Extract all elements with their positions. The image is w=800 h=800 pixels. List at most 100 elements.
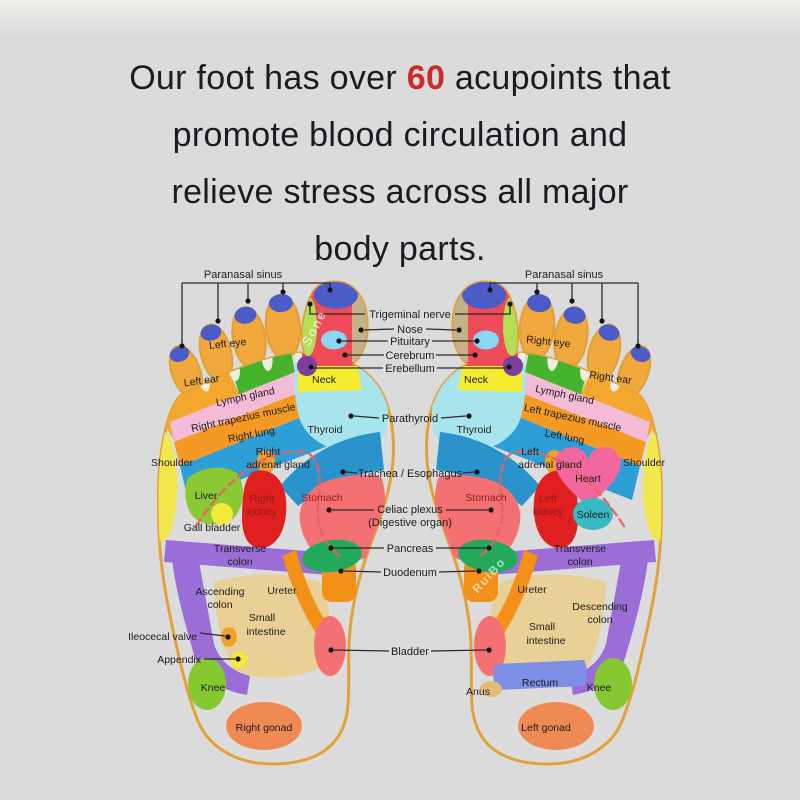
headline-line2: promote blood circulation and — [172, 116, 628, 154]
label-neck-right: Neck — [464, 374, 489, 386]
label-thyroid-left: Thyroid — [307, 424, 342, 436]
label-pancreas: Pancreas — [387, 543, 434, 555]
center-labels: Trigeminal nerve Nose Pituitary Cerebrum… — [358, 309, 463, 658]
region-kidney — [242, 470, 287, 549]
label-spleen: Soleen — [577, 509, 610, 521]
annotation-lines — [179, 282, 641, 662]
label-thyroid-right: Thyroid — [456, 424, 491, 436]
headline-line1: Our foot has over 60 acupoints that — [0, 50, 800, 107]
label-left-eye: Left eye — [208, 336, 247, 352]
reflexology-diagram: Sone RuiBo Trigeminal nerve Nose Pituita… — [128, 269, 800, 766]
paranasal-sinus-point — [200, 324, 222, 341]
label-paranasal-sinus-left: Paranasal sinus — [204, 269, 283, 281]
label-liver: Liver — [195, 490, 218, 502]
label-neck-left: Neck — [312, 374, 337, 386]
label-descending-1: Descending — [572, 601, 628, 613]
label-descending-2: colon — [587, 614, 612, 626]
label-kidney-right-1: Left — [539, 493, 557, 505]
paranasal-sinus-point — [234, 306, 257, 324]
label-transverse-right-1: Transverse — [554, 543, 606, 555]
region-spleen — [573, 498, 613, 530]
label-heart: Heart — [575, 473, 601, 485]
label-transverse-left-2: colon — [227, 556, 252, 568]
label-ileocecal-valve: Ileocecal valve — [128, 631, 197, 643]
label-trigeminal-nerve: Trigeminal nerve — [369, 309, 451, 321]
label-knee-left: Knee — [201, 682, 226, 694]
label-stomach-right: Stomach — [465, 492, 507, 504]
headline-highlight-60: 60 — [406, 59, 446, 97]
region-ascending-colon — [172, 556, 250, 695]
region-lymph-gland — [170, 370, 306, 442]
region-stomach — [299, 475, 386, 563]
label-adrenal-left-1: Right — [256, 446, 281, 458]
label-shoulder-right: Shoulder — [623, 457, 666, 469]
label-appendix: Appendix — [157, 654, 202, 666]
region-gonad — [226, 702, 302, 750]
region-rectum — [493, 660, 587, 690]
label-ureter-right: Ureter — [517, 584, 547, 596]
paranasal-sinus-point — [314, 282, 358, 309]
region-gall-bladder — [211, 503, 233, 525]
headline: Our foot has over 60 acupoints that prom… — [0, 50, 800, 278]
label-gonad-right: Left gonad — [521, 722, 571, 734]
toes — [168, 293, 302, 400]
label-transverse-left-1: Transverse — [214, 543, 266, 555]
region-trachea-esophagus — [280, 432, 384, 506]
label-celiac-plexus: Celiac plexus — [377, 504, 443, 516]
label-stomach-left: Stomach — [301, 492, 343, 504]
label-ascending-2: colon — [207, 599, 232, 611]
paranasal-sinus-point — [268, 294, 293, 313]
region-pituitary — [321, 330, 347, 350]
region-heart — [555, 447, 621, 506]
paranasal-sinus-point — [169, 346, 190, 362]
label-adrenal-right-2: adrenal gland — [518, 459, 582, 471]
label-small-intestine-left-1: Small — [249, 612, 275, 624]
pointer-dots — [179, 287, 641, 662]
label-nose: Nose — [397, 324, 423, 336]
headline-line4: body parts. — [314, 230, 486, 268]
label-right-ear: Right ear — [588, 369, 632, 387]
label-kidney-left-2: kidney — [247, 506, 278, 518]
region-nose — [352, 290, 368, 362]
label-gonad-left: Right gonad — [236, 722, 293, 734]
label-rectum: Rectum — [522, 677, 558, 689]
label-adrenal-left-2: adrenal gland — [246, 459, 310, 471]
label-celiac-plexus-sub: (Digestive organ) — [368, 517, 452, 529]
label-ureter-left: Ureter — [267, 585, 297, 597]
label-bladder: Bladder — [391, 646, 429, 658]
region-ureter — [282, 550, 330, 636]
region-shoulder — [158, 431, 177, 541]
region-cerebellum — [297, 356, 317, 376]
label-cerebrum: Cerebrum — [386, 350, 435, 362]
label-right-eye: Right eye — [526, 334, 572, 351]
label-kidney-right-2: kidney — [533, 506, 564, 518]
region-bladder — [314, 616, 346, 676]
label-left-ear: Left ear — [183, 373, 220, 390]
label-shoulder-left: Shoulder — [151, 457, 194, 469]
right-foot — [427, 278, 673, 764]
label-paranasal-sinus-right: Paranasal sinus — [525, 269, 604, 281]
label-duodenum: Duodenum — [383, 567, 437, 579]
label-pituitary: Pituitary — [390, 336, 430, 348]
label-parathyroid: Parathyroid — [382, 413, 438, 425]
label-gall-bladder: Gall bladder — [184, 522, 241, 534]
label-kidney-left-1: Right — [250, 493, 275, 505]
headline-text-1: Our foot has over — [129, 59, 407, 97]
label-knee-right: Knee — [587, 682, 612, 694]
label-small-intestine-right-1: Small — [529, 621, 555, 633]
headline-text-2: acupoints that — [445, 59, 671, 97]
region-knee — [188, 658, 226, 710]
label-anus: Anus — [466, 686, 490, 698]
label-transverse-right-2: colon — [567, 556, 592, 568]
region-trapezius — [174, 390, 314, 466]
label-small-intestine-left-2: intestine — [246, 626, 285, 638]
label-adrenal-right-1: Left — [521, 446, 539, 458]
label-ascending-1: Ascending — [195, 586, 244, 598]
headline-line3: relieve stress across all major — [171, 173, 629, 211]
label-small-intestine-right-2: intestine — [526, 635, 565, 647]
label-trachea-esophagus: Trachea / Esophagus — [358, 468, 463, 480]
region-anus — [480, 681, 502, 697]
label-cerebellum: Erebellum — [385, 363, 435, 375]
left-foot-labels: Paranasal sinus Left ear Left eye Lymph … — [128, 269, 343, 734]
